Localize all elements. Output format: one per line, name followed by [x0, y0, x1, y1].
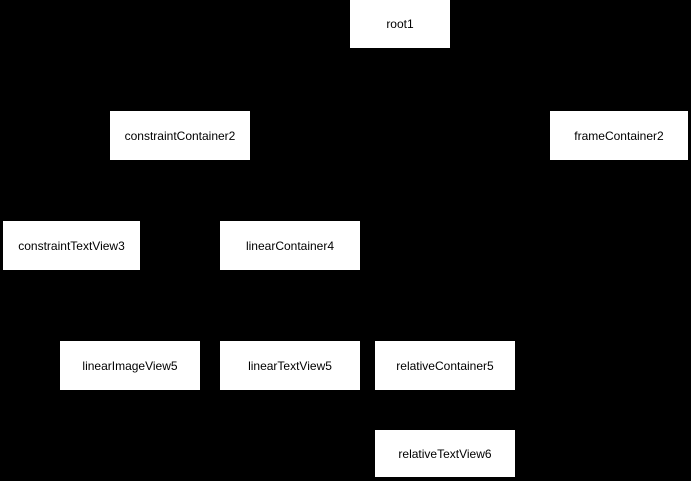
tree-node-constraintTextView3[interactable]: constraintTextView3: [3, 221, 140, 270]
tree-node-linearContainer4[interactable]: linearContainer4: [220, 221, 360, 270]
tree-node-root1[interactable]: root1: [350, 0, 450, 48]
tree-node-label: root1: [386, 17, 414, 31]
tree-node-constraintContainer2[interactable]: constraintContainer2: [110, 111, 250, 160]
tree-node-linearImageView5[interactable]: linearImageView5: [60, 341, 200, 390]
tree-node-relativeTextView6[interactable]: relativeTextView6: [375, 430, 515, 477]
tree-node-label: linearContainer4: [245, 238, 335, 253]
tree-node-frameContainer2[interactable]: frameContainer2: [550, 111, 688, 160]
tree-node-linearTextView5[interactable]: linearTextView5: [220, 341, 360, 390]
tree-node-label: constraintTextView3: [18, 238, 125, 253]
tree-node-label: constraintContainer2: [124, 128, 236, 143]
tree-node-label: linearTextView5: [248, 358, 332, 373]
tree-node-label: relativeTextView6: [398, 446, 492, 461]
tree-node-label: frameContainer2: [574, 128, 664, 143]
tree-node-relativeContainer5[interactable]: relativeContainer5: [375, 341, 515, 390]
tree-node-label: linearImageView5: [82, 358, 178, 373]
tree-node-label: relativeContainer5: [396, 358, 494, 373]
